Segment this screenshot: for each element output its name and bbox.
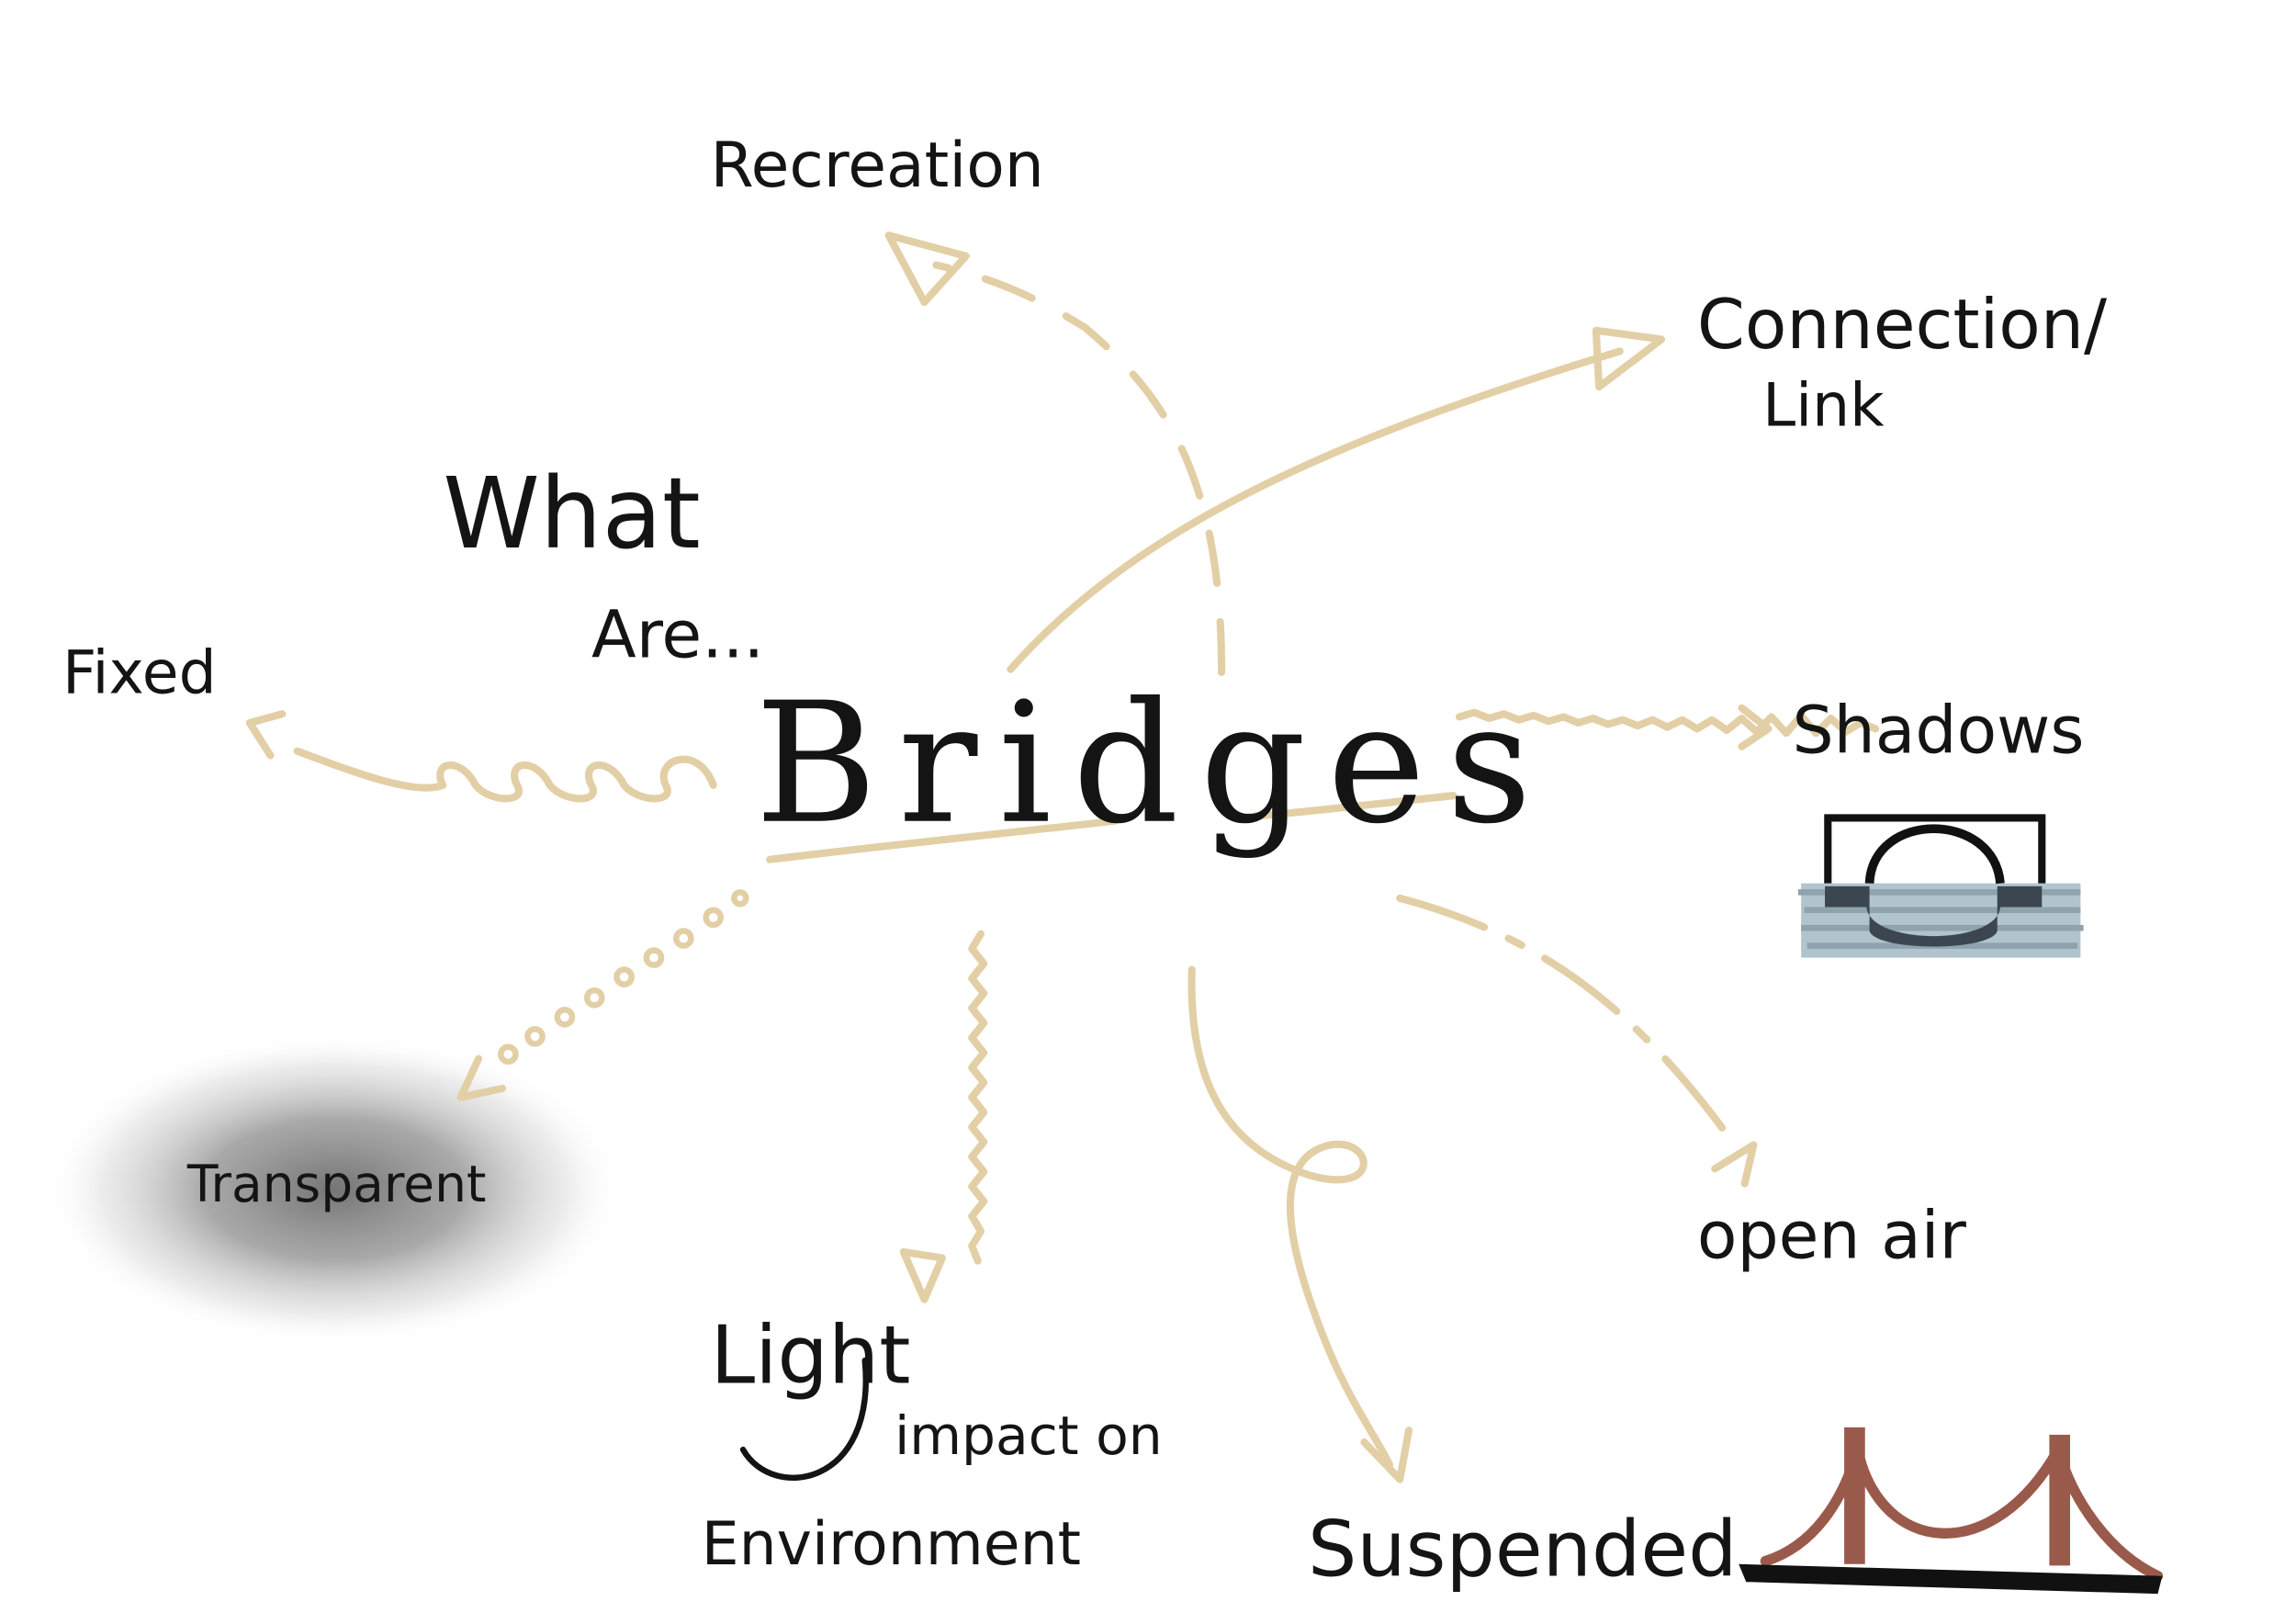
transparent-dot [731, 889, 749, 908]
arrow-to-transparent [498, 889, 749, 1066]
center-underline-right [1232, 792, 1458, 822]
label-suspended: Suspended [1308, 1505, 1738, 1595]
arrow-to-suspended [1187, 965, 1393, 1469]
arrow-to-shadows [1455, 708, 1880, 738]
arrowhead-fixed [245, 710, 287, 760]
arrow-to-open-air [1396, 894, 1728, 1134]
transparent-dot [583, 987, 605, 1009]
label-connection: Connection/ [1697, 285, 2108, 365]
arrow-to-connection [1007, 347, 1624, 673]
bridge-road [1739, 1563, 2163, 1595]
transparent-dot [554, 1006, 576, 1028]
label-open-air: open air [1697, 1197, 1967, 1273]
arrow-to-light [968, 930, 988, 1265]
label-recreation: Recreation [710, 130, 1043, 202]
bridge-deck [1824, 814, 2046, 884]
label-light: Light [710, 1308, 910, 1402]
bridge-tower-left [1844, 1427, 1865, 1564]
transparent-dot [524, 1026, 546, 1047]
arrowhead-connection [1592, 326, 1666, 391]
arch-bridge-reflection-icon [1797, 814, 2084, 958]
bridge-arch [1864, 824, 2005, 885]
arrow-to-fixed [293, 747, 717, 803]
suspension-bridge-icon [1739, 1427, 2164, 1595]
arrowhead-transparent [456, 1054, 506, 1101]
arrowhead-open-air [1711, 1141, 1758, 1188]
label-transparent: Transparent [186, 1155, 487, 1213]
arrow-to-recreation [932, 261, 1226, 676]
label-link: Link [1762, 371, 1885, 440]
light-hook-stroke [739, 1357, 870, 1481]
center-topic: Bridges [755, 667, 1553, 861]
transparent-dot [673, 928, 694, 949]
arrowhead-shadows [1738, 704, 1773, 750]
label-fixed: Fixed [62, 639, 217, 708]
header-what: What [443, 457, 701, 571]
label-environment: Environment [702, 1510, 1081, 1579]
bridge-cable [1760, 1436, 2164, 1582]
center-underline-left [766, 817, 1119, 863]
bridge-tower-right [2049, 1434, 2071, 1566]
transparent-dot [703, 907, 725, 929]
label-shadows: Shadows [1792, 692, 2084, 768]
transparent-dot [498, 1043, 519, 1066]
water-dark-reflection [1825, 885, 2043, 947]
transparent-fog-shape [44, 1033, 625, 1346]
transparent-dot [643, 947, 665, 968]
transparent-dot [613, 966, 635, 987]
water-light-streaks [1797, 889, 2084, 949]
header-are: Are... [591, 597, 764, 673]
arrowhead-recreation [884, 231, 970, 307]
arrowhead-light [899, 1247, 946, 1303]
label-impact-on: impact on [895, 1404, 1163, 1467]
arrowhead-suspended [1360, 1427, 1413, 1483]
